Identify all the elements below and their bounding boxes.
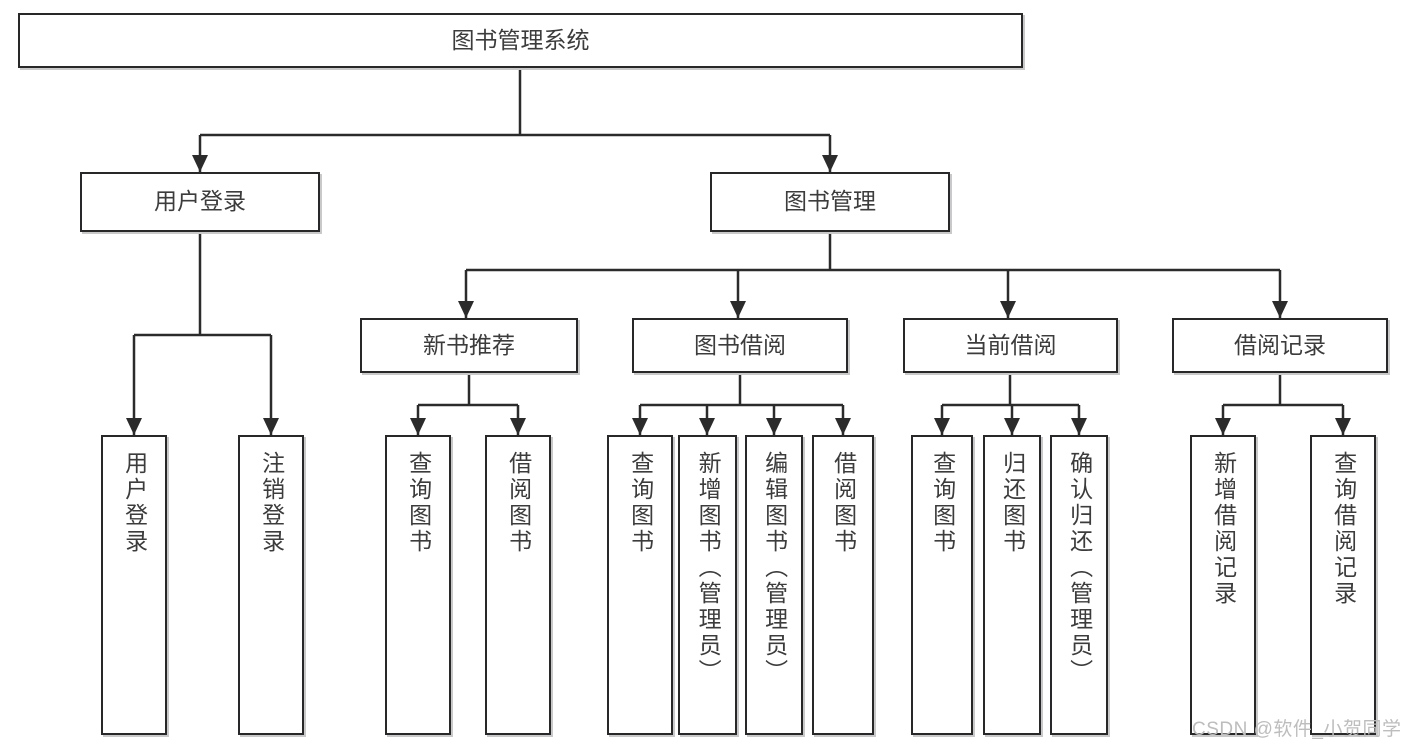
node-book-manage[interactable]: 图书管理 — [710, 172, 950, 232]
arrowhead — [458, 301, 474, 318]
node-label: 新书推荐 — [423, 331, 515, 358]
arrowhead — [126, 418, 142, 435]
node-leaf-return-book[interactable]: 归还图书 — [983, 435, 1041, 735]
node-leaf-add-book[interactable]: 新增图书（管理员） — [678, 435, 737, 735]
node-label: 借阅记录 — [1234, 331, 1326, 358]
node-leaf-query-book-cur[interactable]: 查询图书 — [911, 435, 973, 735]
node-new-book-recommend[interactable]: 新书推荐 — [360, 318, 578, 373]
node-label: 查询图书 — [405, 451, 432, 555]
node-label: 新增图书（管理员） — [695, 451, 722, 685]
node-leaf-query-record[interactable]: 查询借阅记录 — [1310, 435, 1376, 735]
node-user-login[interactable]: 用户登录 — [80, 172, 320, 232]
arrowhead — [730, 301, 746, 318]
node-label: 查询图书 — [929, 451, 956, 555]
watermark-label: CSDN @软件_小贺同学 — [1192, 719, 1402, 740]
node-leaf-confirm-return[interactable]: 确认归还（管理员） — [1050, 435, 1108, 735]
node-label: 图书管理系统 — [451, 26, 590, 53]
node-leaf-query-book-bor[interactable]: 查询图书 — [607, 435, 673, 735]
node-label: 确认归还（管理员） — [1066, 451, 1093, 685]
node-leaf-logout[interactable]: 注销登录 — [238, 435, 304, 735]
node-leaf-borrow-book-rec[interactable]: 借阅图书 — [485, 435, 551, 735]
node-label: 图书管理 — [784, 188, 876, 215]
arrowhead — [1000, 301, 1016, 318]
node-label: 用户登录 — [121, 451, 148, 555]
node-leaf-borrow-book-bor[interactable]: 借阅图书 — [812, 435, 874, 735]
node-label: 借阅图书 — [505, 451, 532, 555]
node-current-borrow[interactable]: 当前借阅 — [903, 318, 1118, 373]
node-book-borrow[interactable]: 图书借阅 — [632, 318, 848, 373]
arrowhead — [1272, 301, 1288, 318]
node-label: 用户登录 — [154, 188, 246, 215]
arrowhead — [410, 418, 426, 435]
node-label: 注销登录 — [258, 451, 285, 555]
arrowhead — [835, 418, 851, 435]
node-leaf-user-login[interactable]: 用户登录 — [101, 435, 167, 735]
node-leaf-add-record[interactable]: 新增借阅记录 — [1190, 435, 1256, 735]
node-label: 图书借阅 — [694, 331, 786, 358]
node-label: 当前借阅 — [964, 331, 1057, 358]
node-label: 借阅图书 — [830, 451, 857, 555]
arrowhead — [192, 155, 208, 172]
arrowhead — [1071, 418, 1087, 435]
arrowhead — [766, 418, 782, 435]
arrowhead — [1004, 418, 1020, 435]
node-leaf-edit-book[interactable]: 编辑图书（管理员） — [745, 435, 803, 735]
arrowhead — [632, 418, 648, 435]
node-label: 归还图书 — [999, 451, 1026, 555]
arrowhead — [1335, 418, 1351, 435]
node-borrow-record[interactable]: 借阅记录 — [1172, 318, 1388, 373]
node-label: 新增借阅记录 — [1210, 451, 1237, 607]
arrowhead — [510, 418, 526, 435]
node-label: 查询图书 — [627, 451, 654, 555]
arrowhead — [263, 418, 279, 435]
arrowhead — [699, 418, 715, 435]
arrowhead — [934, 418, 950, 435]
node-label: 查询借阅记录 — [1330, 451, 1357, 607]
arrowhead — [1215, 418, 1231, 435]
node-leaf-query-book-rec[interactable]: 查询图书 — [385, 435, 451, 735]
node-label: 编辑图书（管理员） — [761, 451, 788, 685]
arrowhead — [822, 155, 838, 172]
node-root[interactable]: 图书管理系统 — [18, 13, 1023, 68]
